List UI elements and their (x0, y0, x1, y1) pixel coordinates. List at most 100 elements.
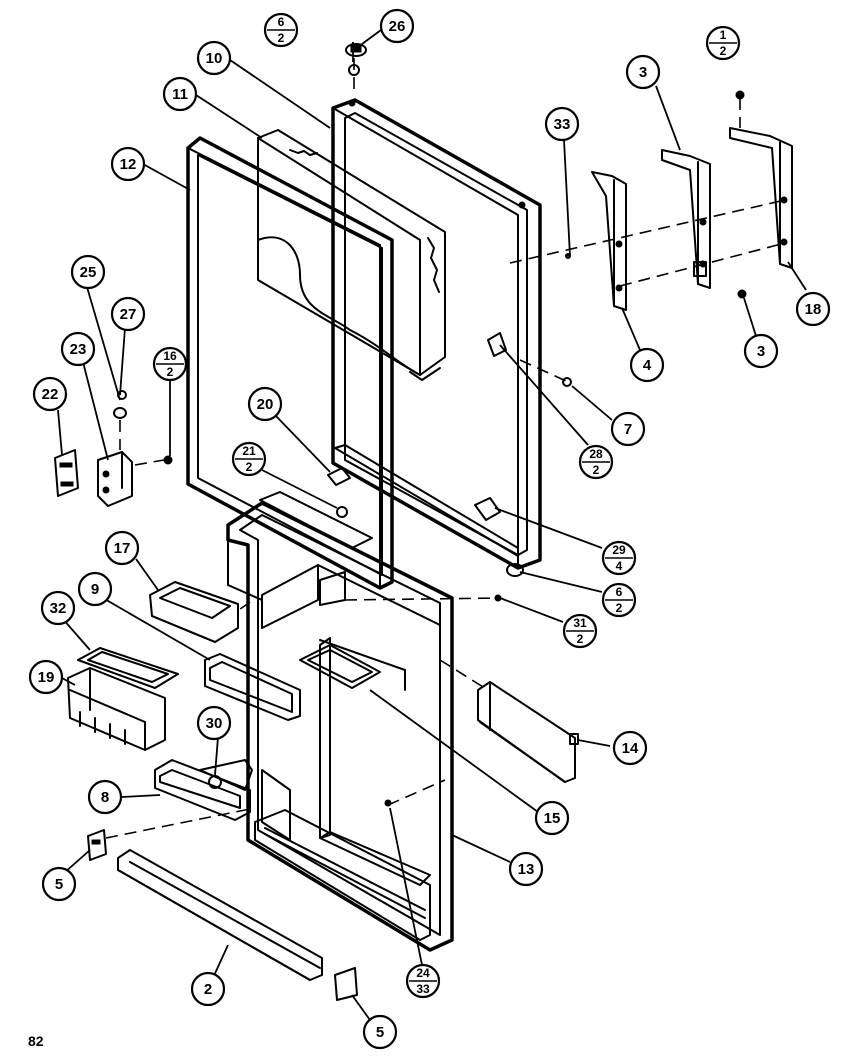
callout-22: 22 (32, 376, 68, 412)
callout-5-left: 5 (41, 866, 77, 902)
svg-text:31: 31 (573, 616, 587, 630)
callout-23: 23 (60, 331, 96, 367)
callout-30: 30 (196, 705, 232, 741)
svg-text:26: 26 (389, 18, 406, 35)
upper-door-liner (257, 129, 446, 381)
bottom-trim-2 (117, 849, 323, 981)
svg-text:2: 2 (593, 463, 600, 477)
svg-text:33: 33 (554, 116, 571, 133)
hinge-bracket-23 (97, 451, 133, 507)
fraction-callout-28-2: 28 2 (578, 444, 614, 480)
svg-text:23: 23 (70, 341, 87, 358)
svg-text:13: 13 (518, 861, 535, 878)
callout-26: 26 (379, 8, 415, 44)
door-tray-9 (204, 653, 301, 721)
callout-8: 8 (87, 779, 123, 815)
svg-text:5: 5 (55, 876, 63, 893)
top-hinge-cap (345, 43, 367, 76)
callout-13: 13 (508, 851, 544, 887)
upper-door-outer-frame (331, 98, 542, 570)
svg-text:2: 2 (720, 44, 727, 58)
svg-text:18: 18 (805, 301, 822, 318)
svg-text:9: 9 (91, 581, 99, 598)
fraction-callout-31-2: 31 2 (562, 613, 598, 649)
callout-4: 4 (629, 347, 665, 383)
callout-5-right: 5 (362, 1014, 398, 1050)
leader-lines (57, 29, 807, 1021)
callout-25: 25 (70, 254, 106, 290)
svg-text:8: 8 (101, 789, 109, 806)
callout-2: 2 (190, 971, 226, 1007)
callout-12: 12 (110, 146, 146, 182)
dispenser-8 (154, 759, 253, 821)
svg-text:6: 6 (616, 585, 623, 599)
svg-text:32: 32 (50, 600, 67, 617)
svg-text:12: 12 (120, 156, 137, 173)
svg-text:20: 20 (257, 396, 274, 413)
svg-text:30: 30 (206, 715, 223, 732)
svg-text:27: 27 (120, 306, 137, 323)
svg-text:1: 1 (720, 28, 727, 42)
callout-9: 9 (77, 571, 113, 607)
callout-14: 14 (612, 730, 648, 766)
fraction-callout-1-2: 1 2 (705, 25, 741, 61)
svg-text:10: 10 (206, 50, 223, 67)
svg-text:3: 3 (757, 343, 765, 360)
callout-19: 19 (28, 659, 64, 695)
svg-text:3: 3 (639, 64, 647, 81)
fraction-callout-21-2: 21 2 (231, 441, 267, 477)
page-number: 82 (28, 1033, 44, 1049)
svg-text:2: 2 (167, 365, 174, 379)
svg-text:16: 16 (163, 349, 177, 363)
svg-text:21: 21 (242, 444, 256, 458)
clip-5-right (334, 967, 358, 1001)
svg-text:19: 19 (38, 669, 55, 686)
svg-text:2: 2 (577, 632, 584, 646)
fraction-callout-24-33: 24 33 (405, 963, 441, 999)
callout-7: 7 (610, 411, 646, 447)
callout-27: 27 (110, 296, 146, 332)
fraction-callout-6-2-top: 6 2 (263, 12, 299, 48)
svg-text:4: 4 (616, 559, 623, 573)
svg-text:7: 7 (624, 421, 632, 438)
svg-text:28: 28 (589, 447, 603, 461)
callout-3-bottom: 3 (743, 333, 779, 369)
fraction-callout-29-4: 29 4 (601, 540, 637, 576)
lower-door-liner (226, 491, 454, 952)
svg-text:4: 4 (643, 357, 652, 374)
door-shelf-14 (477, 681, 579, 783)
callout-18: 18 (795, 291, 831, 327)
fraction-callout-16-2: 16 2 (152, 346, 188, 382)
hinge-cover-22 (54, 449, 79, 497)
svg-text:6: 6 (278, 15, 285, 29)
hinge-pin-lower (327, 467, 351, 518)
svg-text:29: 29 (612, 543, 626, 557)
svg-text:2: 2 (246, 460, 253, 474)
svg-text:5: 5 (376, 1024, 384, 1041)
svg-text:33: 33 (416, 982, 430, 996)
fraction-callout-6-2-bottom: 6 2 (601, 582, 637, 618)
upper-door-gasket (186, 136, 394, 590)
callout-17: 17 (104, 530, 140, 566)
clip-5-left (87, 829, 107, 861)
callout-11: 11 (162, 76, 198, 112)
svg-text:14: 14 (622, 740, 639, 757)
svg-text:11: 11 (172, 86, 188, 103)
callout-15: 15 (534, 800, 570, 836)
handle-bracket-18 (729, 127, 793, 269)
svg-text:2: 2 (616, 601, 623, 615)
svg-text:24: 24 (416, 966, 430, 980)
svg-text:25: 25 (80, 264, 97, 281)
svg-text:22: 22 (42, 386, 59, 403)
svg-text:17: 17 (114, 540, 131, 557)
ice-bin-lid-32 (77, 647, 179, 689)
callout-20: 20 (247, 386, 283, 422)
callout-3-top: 3 (625, 54, 661, 90)
callout-10: 10 (196, 40, 232, 76)
shelf-15 (299, 644, 381, 689)
svg-text:2: 2 (278, 31, 285, 45)
handle-bracket-3 (661, 149, 711, 289)
callout-32: 32 (40, 590, 76, 626)
svg-text:15: 15 (544, 810, 561, 827)
